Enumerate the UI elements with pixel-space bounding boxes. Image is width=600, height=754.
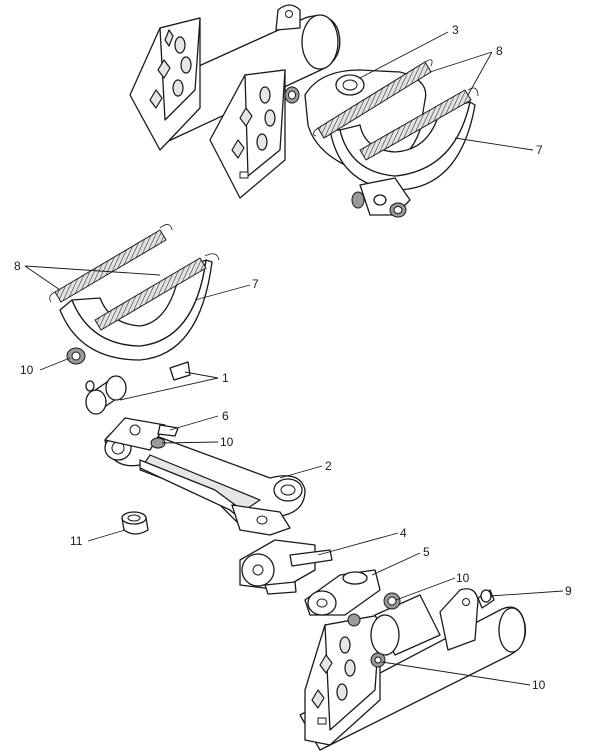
bottom-tab — [439, 588, 479, 651]
callout-10-left: 10 — [20, 363, 34, 377]
bottom-assembly — [299, 588, 527, 751]
bracket-part-6 — [104, 417, 179, 451]
callout-labels: 3 8 7 8 7 10 1 6 10 2 11 4 5 10 9 10 — [14, 23, 572, 692]
nut-10-left — [66, 347, 86, 365]
middle-spring-assembly — [49, 224, 220, 381]
roller-part-1 — [85, 375, 127, 415]
bushing-part-11 — [121, 511, 149, 535]
callout-5: 5 — [423, 545, 430, 559]
callout-10-bottom-right: 10 — [456, 571, 470, 585]
callout-10-bottom: 10 — [532, 678, 546, 692]
callout-7-middle: 7 — [252, 277, 259, 291]
callout-9: 9 — [565, 584, 572, 598]
top-bolt-cluster — [351, 177, 411, 218]
top-bracket-left — [129, 17, 201, 151]
block-part-4 — [239, 539, 333, 595]
callout-1: 1 — [222, 371, 229, 385]
callout-3: 3 — [452, 23, 459, 37]
callout-10-arm: 10 — [220, 435, 234, 449]
callout-8-middle: 8 — [14, 259, 21, 273]
top-tube-end — [301, 14, 339, 70]
leader-lines — [24, 31, 564, 686]
top-spring-lower — [359, 87, 479, 161]
top-bracket-middle — [209, 69, 286, 199]
arm-part-2 — [104, 426, 306, 536]
callout-2: 2 — [325, 459, 332, 473]
middle-spring-lower — [94, 253, 220, 331]
block-part-5 — [304, 569, 381, 616]
middle-spring-upper — [49, 224, 173, 303]
callout-8-top: 8 — [496, 44, 503, 58]
callout-11: 11 — [70, 534, 83, 548]
pin-part-9 — [477, 589, 495, 609]
top-assembly — [129, 4, 479, 218]
callout-6: 6 — [222, 409, 229, 423]
callout-4: 4 — [400, 526, 407, 540]
top-nut-left — [284, 86, 300, 104]
callout-7-top: 7 — [536, 143, 543, 157]
